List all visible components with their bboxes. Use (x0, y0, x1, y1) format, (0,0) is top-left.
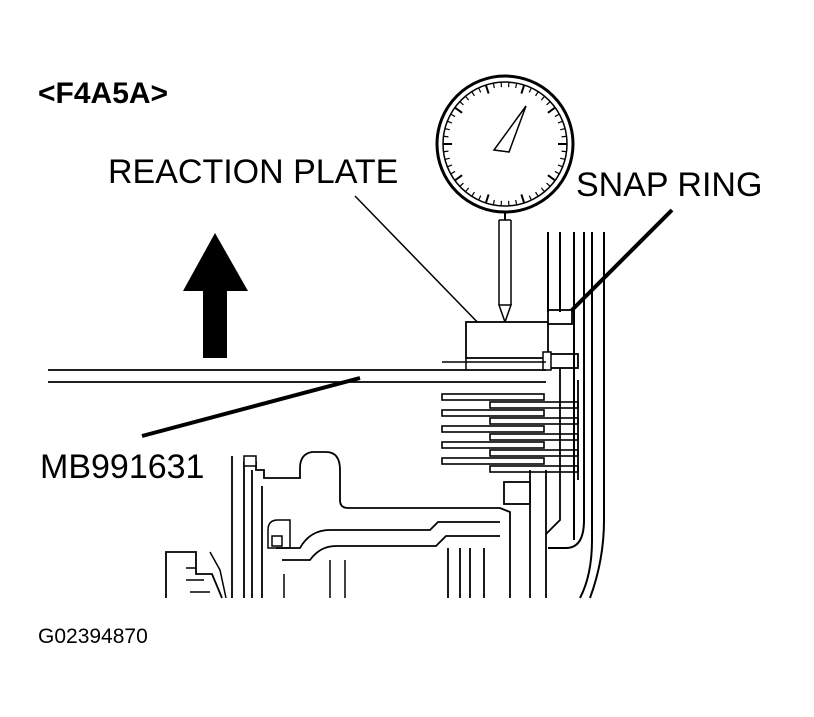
gauge-tick (465, 187, 470, 193)
clutch-plate (489, 401, 579, 409)
gauge-tick (444, 128, 450, 131)
tool-leader (141, 376, 361, 438)
gauge-tick (444, 157, 450, 160)
up-arrow-icon (183, 233, 248, 358)
gauge-tick (443, 150, 449, 153)
gauge-tick (492, 199, 495, 206)
special-tool-straight-edge (48, 358, 546, 383)
clutch-disc (441, 409, 545, 417)
transmission-case (503, 232, 605, 599)
gauge-tick (465, 95, 470, 101)
gauge-tick (471, 91, 475, 97)
snap-ring (542, 309, 579, 371)
gauge-tick (546, 182, 551, 187)
tool-number-label: MB991631 (40, 448, 204, 486)
gauge-tick (459, 182, 464, 187)
gauge-tick (484, 194, 490, 204)
gauge-tick (450, 113, 456, 118)
gauge-tick (443, 135, 449, 138)
model-tag: <F4A5A> (38, 77, 168, 110)
dial-gauge-icon (435, 74, 575, 325)
gauge-tick (478, 195, 482, 201)
gauge-tick (554, 170, 560, 175)
gauge-tick (547, 174, 556, 182)
gauge-tick (454, 174, 463, 182)
gauge-tick (450, 170, 456, 175)
gauge-tick (560, 157, 566, 160)
gauge-tick (528, 195, 532, 201)
clutch-disc (441, 393, 545, 401)
gauge-tick (547, 106, 556, 114)
gauge-tick (520, 194, 526, 204)
clutch-disc (441, 425, 545, 433)
gauge-tick (561, 150, 567, 153)
clutch-disc (441, 457, 545, 465)
gauge-tick (557, 120, 563, 124)
gauge-tick (554, 113, 560, 118)
clutch-drum-assembly (165, 451, 511, 599)
figure-id: G02394870 (38, 625, 148, 648)
gauge-tick (492, 82, 495, 89)
clutch-disc (441, 441, 545, 449)
gauge-tick (459, 101, 464, 106)
gauge-tick (561, 135, 567, 138)
clutch-plate (489, 449, 579, 457)
gauge-tick (447, 120, 453, 124)
clutch-plate (489, 417, 579, 425)
gauge-tick (454, 106, 463, 114)
gauge-tick (515, 82, 518, 89)
clutch-plate (489, 433, 579, 441)
gauge-tick (478, 87, 482, 93)
gauge-tick (546, 101, 551, 106)
reaction-plate-label: REACTION PLATE (108, 153, 398, 191)
reaction-plate (465, 321, 549, 359)
clutch-plate (489, 465, 579, 473)
gauge-tick (557, 164, 563, 168)
gauge-tick (540, 95, 545, 101)
gauge-tick (535, 191, 539, 197)
gauge-tick (540, 187, 545, 193)
snap-ring-leader (558, 208, 674, 324)
gauge-tick (560, 128, 566, 131)
gauge-tick (484, 84, 490, 94)
gauge-tick (520, 84, 526, 94)
gauge-tick (515, 199, 518, 206)
reaction-plate-leader (354, 195, 486, 331)
gauge-tick (471, 191, 475, 197)
gauge-tick (528, 87, 532, 93)
gauge-tick (447, 164, 453, 168)
snap-ring-label: SNAP RING (576, 166, 762, 204)
gauge-tick (535, 91, 539, 97)
gauge-ticks (443, 82, 567, 206)
